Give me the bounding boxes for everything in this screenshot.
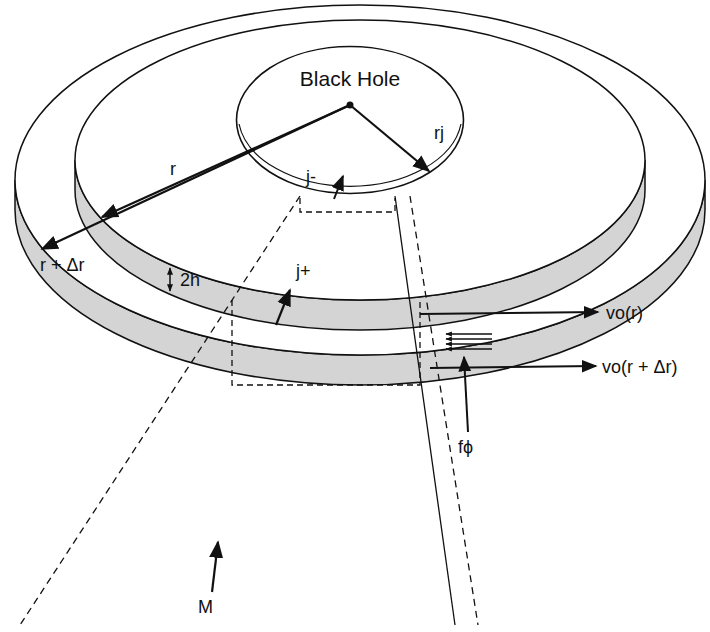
inner-ring-surface [75,20,645,300]
hole-ground [235,45,465,195]
control-volume-outline [232,198,420,385]
thickness-label: 2h [180,271,200,289]
outer-disk-surface [15,5,705,355]
node-label: Black Hole [235,45,465,91]
black-hole-ellipse: Black Hole [235,45,465,195]
velocity-label: vo(r + Δr) [602,358,678,376]
velocity-r-arrow [420,312,598,314]
velocity-r-dr-arrow [430,366,596,368]
sector-dashed-right [410,196,478,625]
radius-r-arrow [102,105,350,217]
shear-force-lines [446,334,492,349]
radius-label: r [170,160,176,178]
force-label: fϕ [458,438,473,456]
shear-force-leader [464,357,468,432]
radius-rj-arrow [350,105,429,171]
flux-label: j+ [296,262,311,280]
sector-solid-right [395,196,455,625]
radius-label: r + Δr [40,256,85,274]
accretion-rate-arrow [212,542,218,592]
radius-r-dr-arrow [42,105,350,249]
rim-line [239,124,461,186]
j-minus-arrow [334,176,343,199]
sector-dashed-left [20,196,300,625]
thickness-arrow [169,268,171,291]
radius-label: rj [434,124,444,142]
j-plus-arrow [276,290,290,325]
velocity-label: vo(r) [606,304,643,322]
flux-label: j- [306,168,316,186]
accretion-rate-label: M [198,598,213,616]
